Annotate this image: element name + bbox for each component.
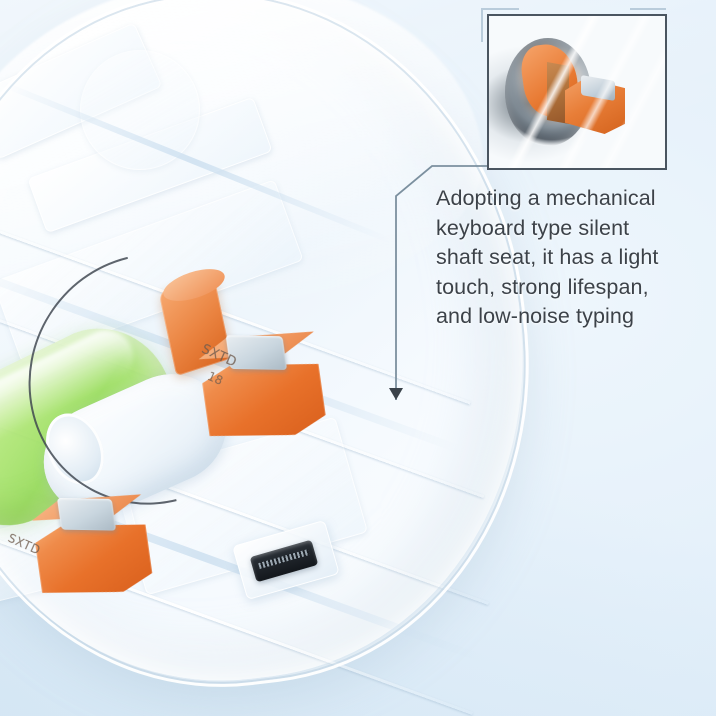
frame-bracket-top-left-vertical [481,8,483,42]
caption-line-4: touch, strong lifespan, [436,274,649,299]
macro-detail-inset [487,14,667,170]
caption-line-2: keyboard type silent [436,215,630,240]
caption-line-5: and low-noise typing [436,304,635,328]
inset-glass-reflections [489,16,665,168]
caption-line-3: shaft seat, it has a light [436,245,659,269]
frame-bracket-top-left-horizontal [481,8,519,10]
frame-bracket-top-right-horizontal [630,8,666,10]
transparent-mouse-photo: SXTD 18 SXTD [0,0,567,716]
mouse-shell-rim [0,0,567,716]
caption-line-1: Adopting a mechanical [436,186,656,210]
feature-caption: Adopting a mechanical keyboard type sile… [436,184,688,332]
